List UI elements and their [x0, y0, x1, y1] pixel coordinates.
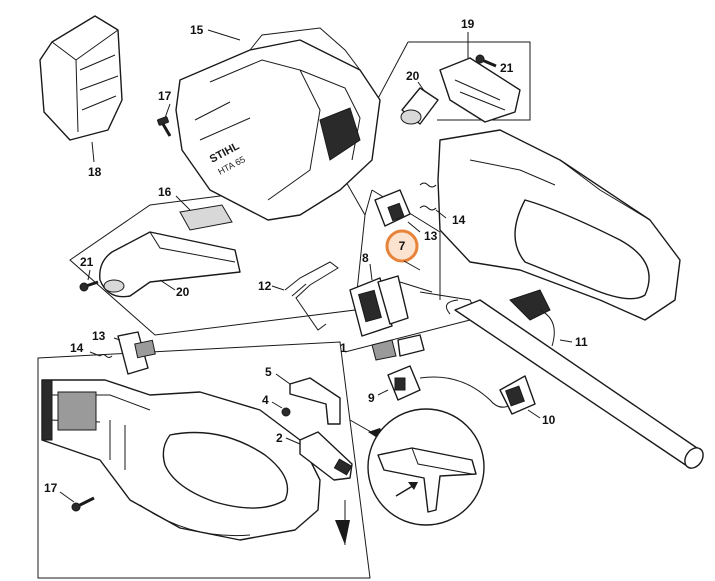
label-20-mid: 20 [176, 285, 190, 299]
motor-housing-part-15: STIHL HTA 65 [175, 27, 381, 221]
label-18: 18 [88, 165, 102, 179]
label-1: 1 [340, 341, 347, 355]
main-housing-part-1 [41, 379, 321, 541]
trigger-part-2 [285, 431, 353, 481]
label-8: 8 [362, 251, 369, 265]
callout-box-1 [37, 341, 371, 579]
label-17-top: 17 [158, 89, 172, 103]
lever-part-5 [275, 373, 341, 425]
label-16: 16 [158, 185, 172, 199]
screw-icon [475, 54, 497, 68]
label-19: 19 [461, 17, 475, 31]
label-2: 2 [276, 431, 283, 445]
connector-part-9 [371, 334, 513, 408]
label-15: 15 [190, 23, 204, 37]
battery-cover-part-18 [39, 15, 123, 163]
label-13-upper: 13 [424, 229, 438, 243]
hinge-bracket-part-13 [113, 331, 156, 375]
label-4: 4 [262, 393, 269, 407]
plug-part-10 [499, 375, 541, 419]
screw-icon [59, 491, 95, 512]
screw-icon [79, 269, 99, 292]
label-9: 9 [368, 391, 375, 405]
cap-part-19 [439, 32, 521, 123]
label-14-upper: 14 [452, 213, 466, 227]
switch-part-8 [349, 263, 481, 337]
label-21-mid: 21 [80, 255, 94, 269]
pole-tube [445, 299, 704, 469]
label-5: 5 [265, 365, 272, 379]
wire-bracket-part-12 [271, 261, 339, 331]
highlight-callout-7[interactable]: 7 [385, 229, 421, 271]
arrow-icon [395, 482, 418, 497]
part-labels: 15 17 18 16 21 20 19 20 21 14 13 8 12 11… [44, 17, 588, 495]
switch-bracket-part-13 [374, 189, 421, 233]
pin-part-4 [271, 401, 291, 417]
label-14-lower: 14 [70, 341, 84, 355]
leader-box-7 [364, 189, 373, 216]
label-7: 7 [399, 239, 406, 253]
label-10: 10 [542, 413, 556, 427]
leader-part-1 [344, 319, 471, 353]
spring-part-14 [419, 182, 447, 219]
screw-icon [157, 103, 172, 137]
label-12: 12 [258, 279, 272, 293]
detail-view [335, 408, 485, 545]
label-11: 11 [575, 335, 588, 349]
label-21-top: 21 [500, 61, 514, 75]
label-17-bottom: 17 [44, 481, 58, 495]
sleeve-part-20 [400, 81, 439, 125]
label-13-lower: 13 [92, 329, 106, 343]
label-part-16 [175, 195, 233, 231]
rear-handle-part-11 [437, 129, 681, 347]
label-20-top: 20 [406, 69, 420, 83]
nozzle-part-20 [99, 231, 241, 298]
